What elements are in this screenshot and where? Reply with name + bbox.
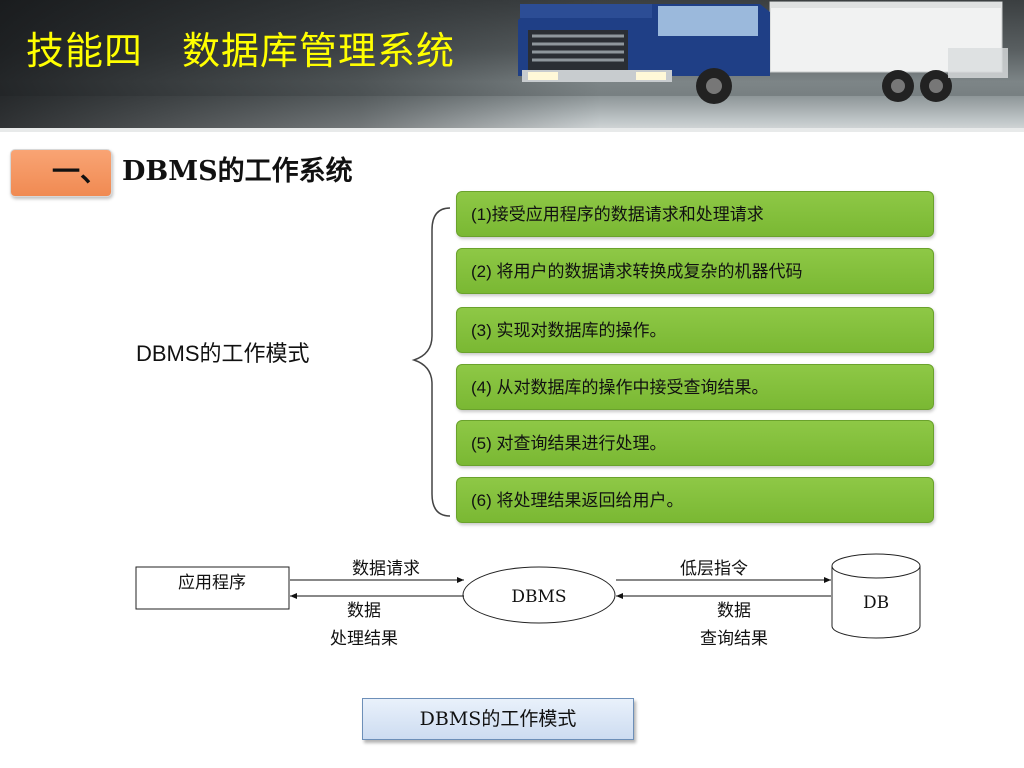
app-box	[135, 566, 290, 610]
dbms-flow-diagram: 应用程序 DBMS DB 数据请求 数据 处理结果 低层指令 数据 查询结果	[135, 553, 921, 649]
result-label-line2: 处理结果	[330, 629, 398, 649]
diagram-caption: DBMS的工作模式	[362, 698, 634, 740]
result-label-line1: 数据	[347, 601, 381, 621]
step-text: (2) 将用户的数据请求转换成复杂的机器代码	[471, 262, 803, 281]
step-item-2: (2) 将用户的数据请求转换成复杂的机器代码	[456, 248, 934, 294]
step-text: (5) 对查询结果进行处理。	[471, 434, 667, 453]
truck-image	[518, 1, 1008, 104]
instruction-label: 低层指令	[680, 559, 748, 579]
step-text: (3) 实现对数据库的操作。	[471, 321, 667, 340]
mode-label: DBMS的工作模式	[136, 341, 310, 366]
step-item-4: (4) 从对数据库的操作中接受查询结果。	[456, 364, 934, 410]
step-text: (4) 从对数据库的操作中接受查询结果。	[471, 378, 769, 397]
app-box-label: 应用程序	[178, 573, 246, 593]
step-item-6: (6) 将处理结果返回给用户。	[456, 477, 934, 523]
query-label-line2: 查询结果	[700, 629, 768, 649]
header-shade	[0, 0, 600, 132]
header-banner: 技能四 数据库管理系统	[0, 0, 1024, 132]
query-label-line1: 数据	[717, 601, 751, 621]
dbms-ellipse	[462, 566, 616, 624]
slide-title: 技能四 数据库管理系统	[26, 29, 456, 73]
step-item-1: (1)接受应用程序的数据请求和处理请求	[456, 191, 934, 237]
section-title: DBMS的工作系统	[122, 156, 353, 187]
request-label: 数据请求	[352, 559, 420, 579]
section-badge	[10, 149, 112, 197]
step-text: (6) 将处理结果返回给用户。	[471, 491, 684, 510]
caption-text: DBMS的工作模式	[419, 708, 577, 730]
section-number: 一、	[52, 155, 109, 188]
db-label: DB	[863, 593, 889, 613]
curly-brace-icon	[411, 207, 451, 517]
database-cylinder-icon	[831, 553, 921, 639]
step-text: (1)接受应用程序的数据请求和处理请求	[471, 205, 764, 224]
step-item-3: (3) 实现对数据库的操作。	[456, 307, 934, 353]
dbms-label: DBMS	[511, 587, 566, 607]
header-divider	[0, 128, 1024, 132]
step-item-5: (5) 对查询结果进行处理。	[456, 420, 934, 466]
